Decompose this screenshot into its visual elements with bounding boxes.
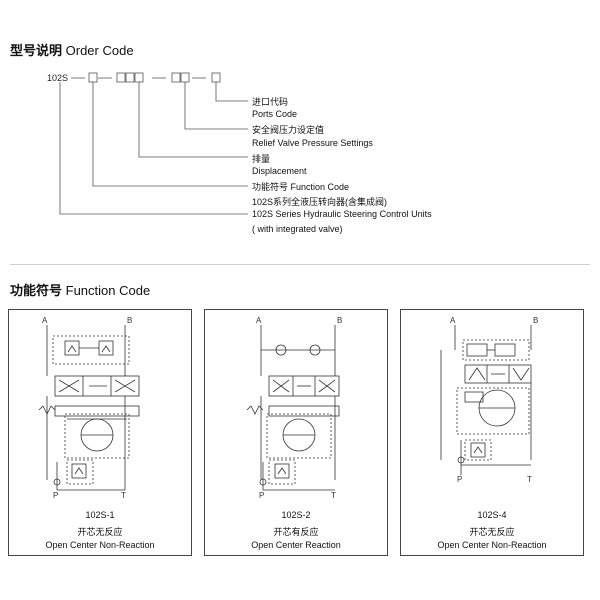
function-code-label: 功能符号 Function Code [252, 182, 350, 192]
port-t-label: T [331, 491, 336, 500]
port-b-label: B [533, 316, 538, 325]
panel-cn: 开芯有反应 [273, 527, 319, 537]
series-note: ( with integrated valve) [252, 224, 343, 234]
leader-displacement [138, 82, 248, 158]
relief-valve-en: Relief Valve Pressure Settings [252, 138, 373, 148]
ports-box [211, 72, 221, 83]
function-panel-102s-2: A B P T 102S-2 开芯有反应 Open Center Reactio… [204, 309, 388, 556]
hydraulic-schematic: A B P T [246, 316, 342, 500]
panel-model: 102S-4 [477, 510, 507, 520]
panel-cn: 开芯无反应 [469, 527, 515, 537]
order-code-heading-cn: 型号说明 [10, 43, 63, 58]
function-code-heading-en: Function Code [65, 283, 151, 298]
displacement-cn: 排量 [252, 154, 271, 164]
pressure-box-1 [171, 72, 181, 83]
panel-en: Open Center Non-Reaction [437, 540, 547, 550]
displacement-en: Displacement [252, 166, 307, 176]
port-t-label: T [121, 491, 126, 500]
function-code-heading-cn: 功能符号 [10, 283, 63, 298]
port-b-label: B [127, 316, 132, 325]
port-t-label: T [527, 475, 532, 484]
panel-model: 102S-1 [85, 510, 115, 520]
leader-pressure [184, 82, 248, 130]
hydraulic-schematic: A B P T [38, 316, 140, 500]
panel-model: 102S-2 [281, 510, 311, 520]
ports-code-en: Ports Code [252, 109, 298, 119]
order-code-prefix: 102S [47, 73, 69, 83]
pressure-box-2 [180, 72, 190, 83]
leader-ports [215, 82, 248, 102]
section-divider [10, 264, 590, 265]
displacement-box-2 [125, 72, 135, 83]
port-a-label: A [256, 316, 262, 325]
order-code-heading: 型号说明 Order Code [10, 40, 134, 59]
port-p-label: P [457, 475, 462, 484]
function-code-box [88, 72, 98, 83]
function-panel-102s-4: A B P T 102S-4 开芯无反应 Open Center Non-Rea… [400, 309, 584, 556]
series-en: 102S Series Hydraulic Steering Control U… [252, 209, 432, 219]
ports-code-cn: 进口代码 [252, 97, 289, 107]
relief-valve-cn: 安全阀压力设定值 [252, 125, 325, 135]
function-panel-102s-1: A B P T 102S-1 开芯无反应 Open Center Non-Rea… [8, 309, 192, 556]
leader-series [59, 82, 248, 215]
panel-en: Open Center Reaction [251, 540, 341, 550]
port-b-label: B [337, 316, 342, 325]
order-code-heading-en: Order Code [65, 43, 134, 58]
hydraulic-schematic: A B P T [440, 316, 538, 484]
series-cn: 102S系列全液压转向器(含集成阀) [252, 197, 388, 207]
port-p-label: P [259, 491, 264, 500]
function-code-heading: 功能符号 Function Code [10, 280, 150, 299]
panel-en: Open Center Non-Reaction [45, 540, 155, 550]
displacement-box-3 [134, 72, 144, 83]
displacement-box-1 [116, 72, 126, 83]
order-code-diagram [59, 72, 248, 215]
panel-cn: 开芯无反应 [77, 527, 123, 537]
port-a-label: A [450, 316, 456, 325]
leader-function [92, 82, 248, 187]
port-p-label: P [53, 491, 58, 500]
port-a-label: A [42, 316, 48, 325]
